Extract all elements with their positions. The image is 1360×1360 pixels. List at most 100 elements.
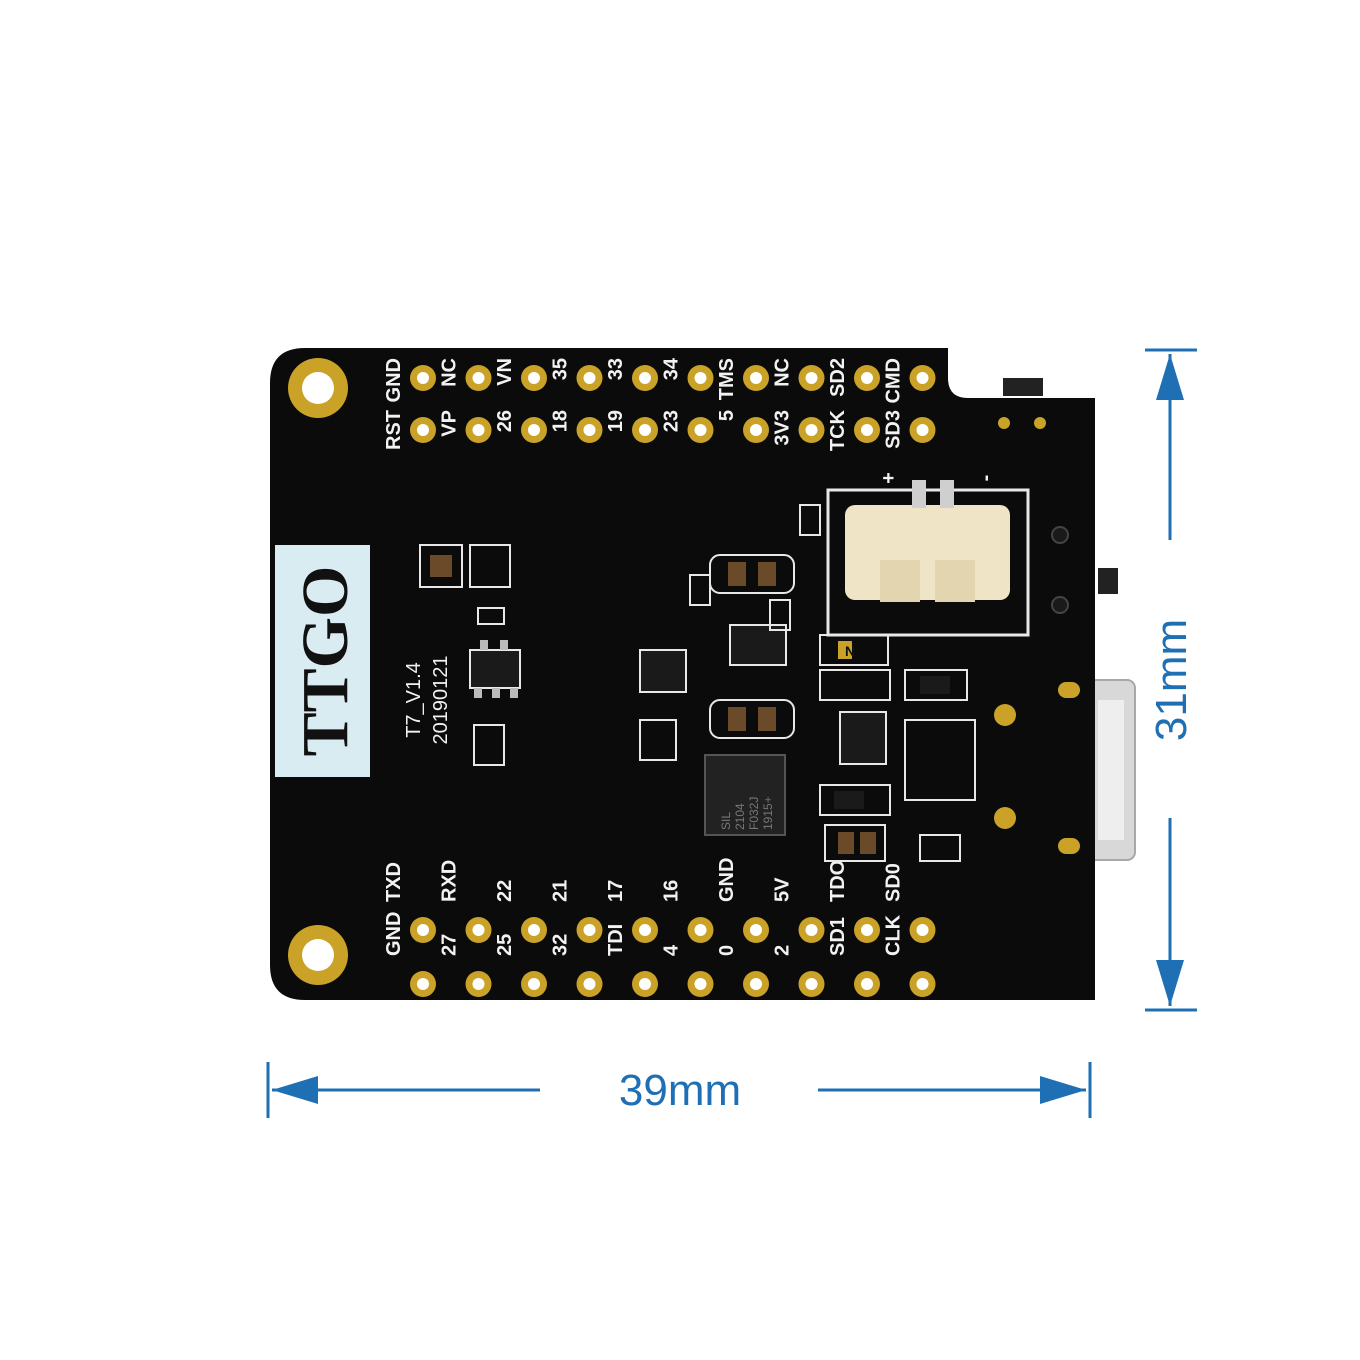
header-pin-labels: GND NC VN 35 33 34 TMS NC SD2 CMD RST VP 26 18 19 23 5 3V… [383,357,905,956]
bottom-outer-pin-pad-hole [528,978,540,990]
bottom-inner-pin-pad-hole [472,924,485,936]
bottom-inner-pin-pad-hole [417,924,429,936]
board-version: T7_V1.4 [403,662,425,738]
bottom-inner-pin-label: 21 [550,880,572,902]
top-inner-pin-label: 5 [716,410,738,421]
top-inner-pin-pad-hole [528,424,540,436]
bottom-outer-pin-label: 0 [716,945,738,956]
chip-marking-4: 1915+ [761,796,775,830]
top-outer-pin-pad-hole [805,372,818,384]
bottom-inner-pin-pad-hole [916,924,929,936]
top-outer-pin-pad-hole [528,372,540,384]
top-inner-pin-label: 3V3 [772,410,794,446]
top-outer-pin-label: 35 [550,358,572,380]
top-outer-pin-label: NC [772,358,794,387]
bottom-outer-pin-pad-hole [472,978,485,990]
height-dimension [1145,348,1197,1012]
chip-marking-2: 2104 [733,803,747,830]
top-outer-pin-label: SD2 [827,358,849,397]
top-inner-pin-label: 23 [661,410,683,432]
slide-switch [1003,378,1118,594]
bottom-inner-pin-label: RXD [439,860,461,902]
top-inner-pin-label: RST [383,410,405,450]
battery-connector [826,480,1030,637]
bottom-inner-pin-label: 16 [661,880,683,902]
test-points [994,417,1080,854]
brand-label: TTGO [289,566,362,757]
top-inner-pin-label: SD3 [883,410,905,449]
bottom-inner-pin-pad-hole [750,924,762,936]
battery-minus-marking: - [975,475,997,482]
top-outer-pin-pad-hole [583,372,596,384]
bottom-inner-pin-label: 22 [494,880,516,902]
bottom-outer-pin-pad-hole [583,978,596,990]
top-outer-pin-label: NC [439,358,461,387]
bottom-outer-pin-label: CLK [883,914,905,956]
top-inner-pin-pad-hole [916,424,929,436]
label-sticker [275,545,370,777]
bottom-inner-pin-pad-hole [805,924,818,936]
bottom-inner-pin-label: SD0 [883,863,905,902]
top-inner-pin-pad-hole [583,424,596,436]
header-pins [410,365,936,997]
bottom-outer-pin-pad-hole [916,978,929,990]
top-inner-pin-pad-hole [861,424,873,436]
top-inner-pin-label: 18 [550,410,572,432]
bottom-inner-pin-pad-hole [583,924,596,936]
bottom-outer-pin-label: 25 [494,934,516,956]
top-inner-pin-label: TCK [827,409,849,451]
top-inner-pin-label: 19 [605,410,627,432]
smd-components [419,504,976,862]
bottom-outer-pin-pad-hole [750,978,762,990]
bottom-outer-pin-pad-hole [805,978,818,990]
bottom-inner-pin-pad-hole [528,924,540,936]
top-inner-pin-pad-hole [417,424,429,436]
top-outer-pin-pad-hole [472,372,485,384]
board-date-code: 20190121 [430,656,452,745]
chip-marking-3: F032J [747,797,761,830]
bottom-outer-pin-label: SD1 [827,917,849,956]
top-inner-pin-label: 26 [494,410,516,432]
top-outer-pin-label: CMD [883,358,905,404]
top-inner-pin-pad-hole [750,424,762,436]
bottom-outer-pin-pad-hole [417,978,429,990]
top-outer-pin-label: TMS [716,358,738,400]
top-inner-pin-pad-hole [694,424,707,436]
bottom-outer-pin-pad-hole [639,978,651,990]
led-marking: N [845,643,855,659]
height-dimension-label: 31mm [1147,619,1196,741]
top-outer-pin-pad-hole [750,372,762,384]
bottom-inner-pin-pad-hole [639,924,651,936]
top-outer-pin-pad-hole [694,372,707,384]
bottom-inner-pin-label: 5V [772,877,794,902]
mounting-hole-bottom [288,925,348,985]
top-outer-pin-label: GND [383,358,405,402]
top-outer-pin-label: 33 [605,358,627,380]
top-outer-pin-pad-hole [861,372,873,384]
top-outer-pin-label: VN [494,358,516,386]
top-outer-pin-pad-hole [639,372,651,384]
top-inner-pin-pad-hole [639,424,651,436]
bottom-outer-pin-label: 2 [772,945,794,956]
top-inner-pin-pad-hole [805,424,818,436]
width-dimension [266,1062,1092,1118]
mounting-hole-top [288,358,348,418]
bottom-inner-pin-label: GND [716,858,738,902]
bottom-inner-pin-label: 17 [605,880,627,902]
bottom-inner-pin-pad-hole [694,924,707,936]
bottom-inner-pin-pad-hole [861,924,873,936]
bottom-outer-pin-label: 27 [439,934,461,956]
micro-usb-connector [1084,679,1136,861]
width-dimension-label: 39mm [619,1066,741,1115]
bottom-outer-pin-label: GND [383,912,405,956]
top-inner-pin-pad-hole [472,424,485,436]
bottom-outer-pin-label: 32 [550,934,572,956]
battery-plus-marking: + [878,472,900,484]
chip-marking-1: SIL [719,812,733,830]
top-outer-pin-label: 34 [661,357,683,380]
top-outer-pin-pad-hole [916,372,929,384]
top-inner-pin-label: VP [439,410,461,437]
bottom-outer-pin-label: 4 [661,944,683,956]
bottom-inner-pin-label: TDO [827,860,849,902]
